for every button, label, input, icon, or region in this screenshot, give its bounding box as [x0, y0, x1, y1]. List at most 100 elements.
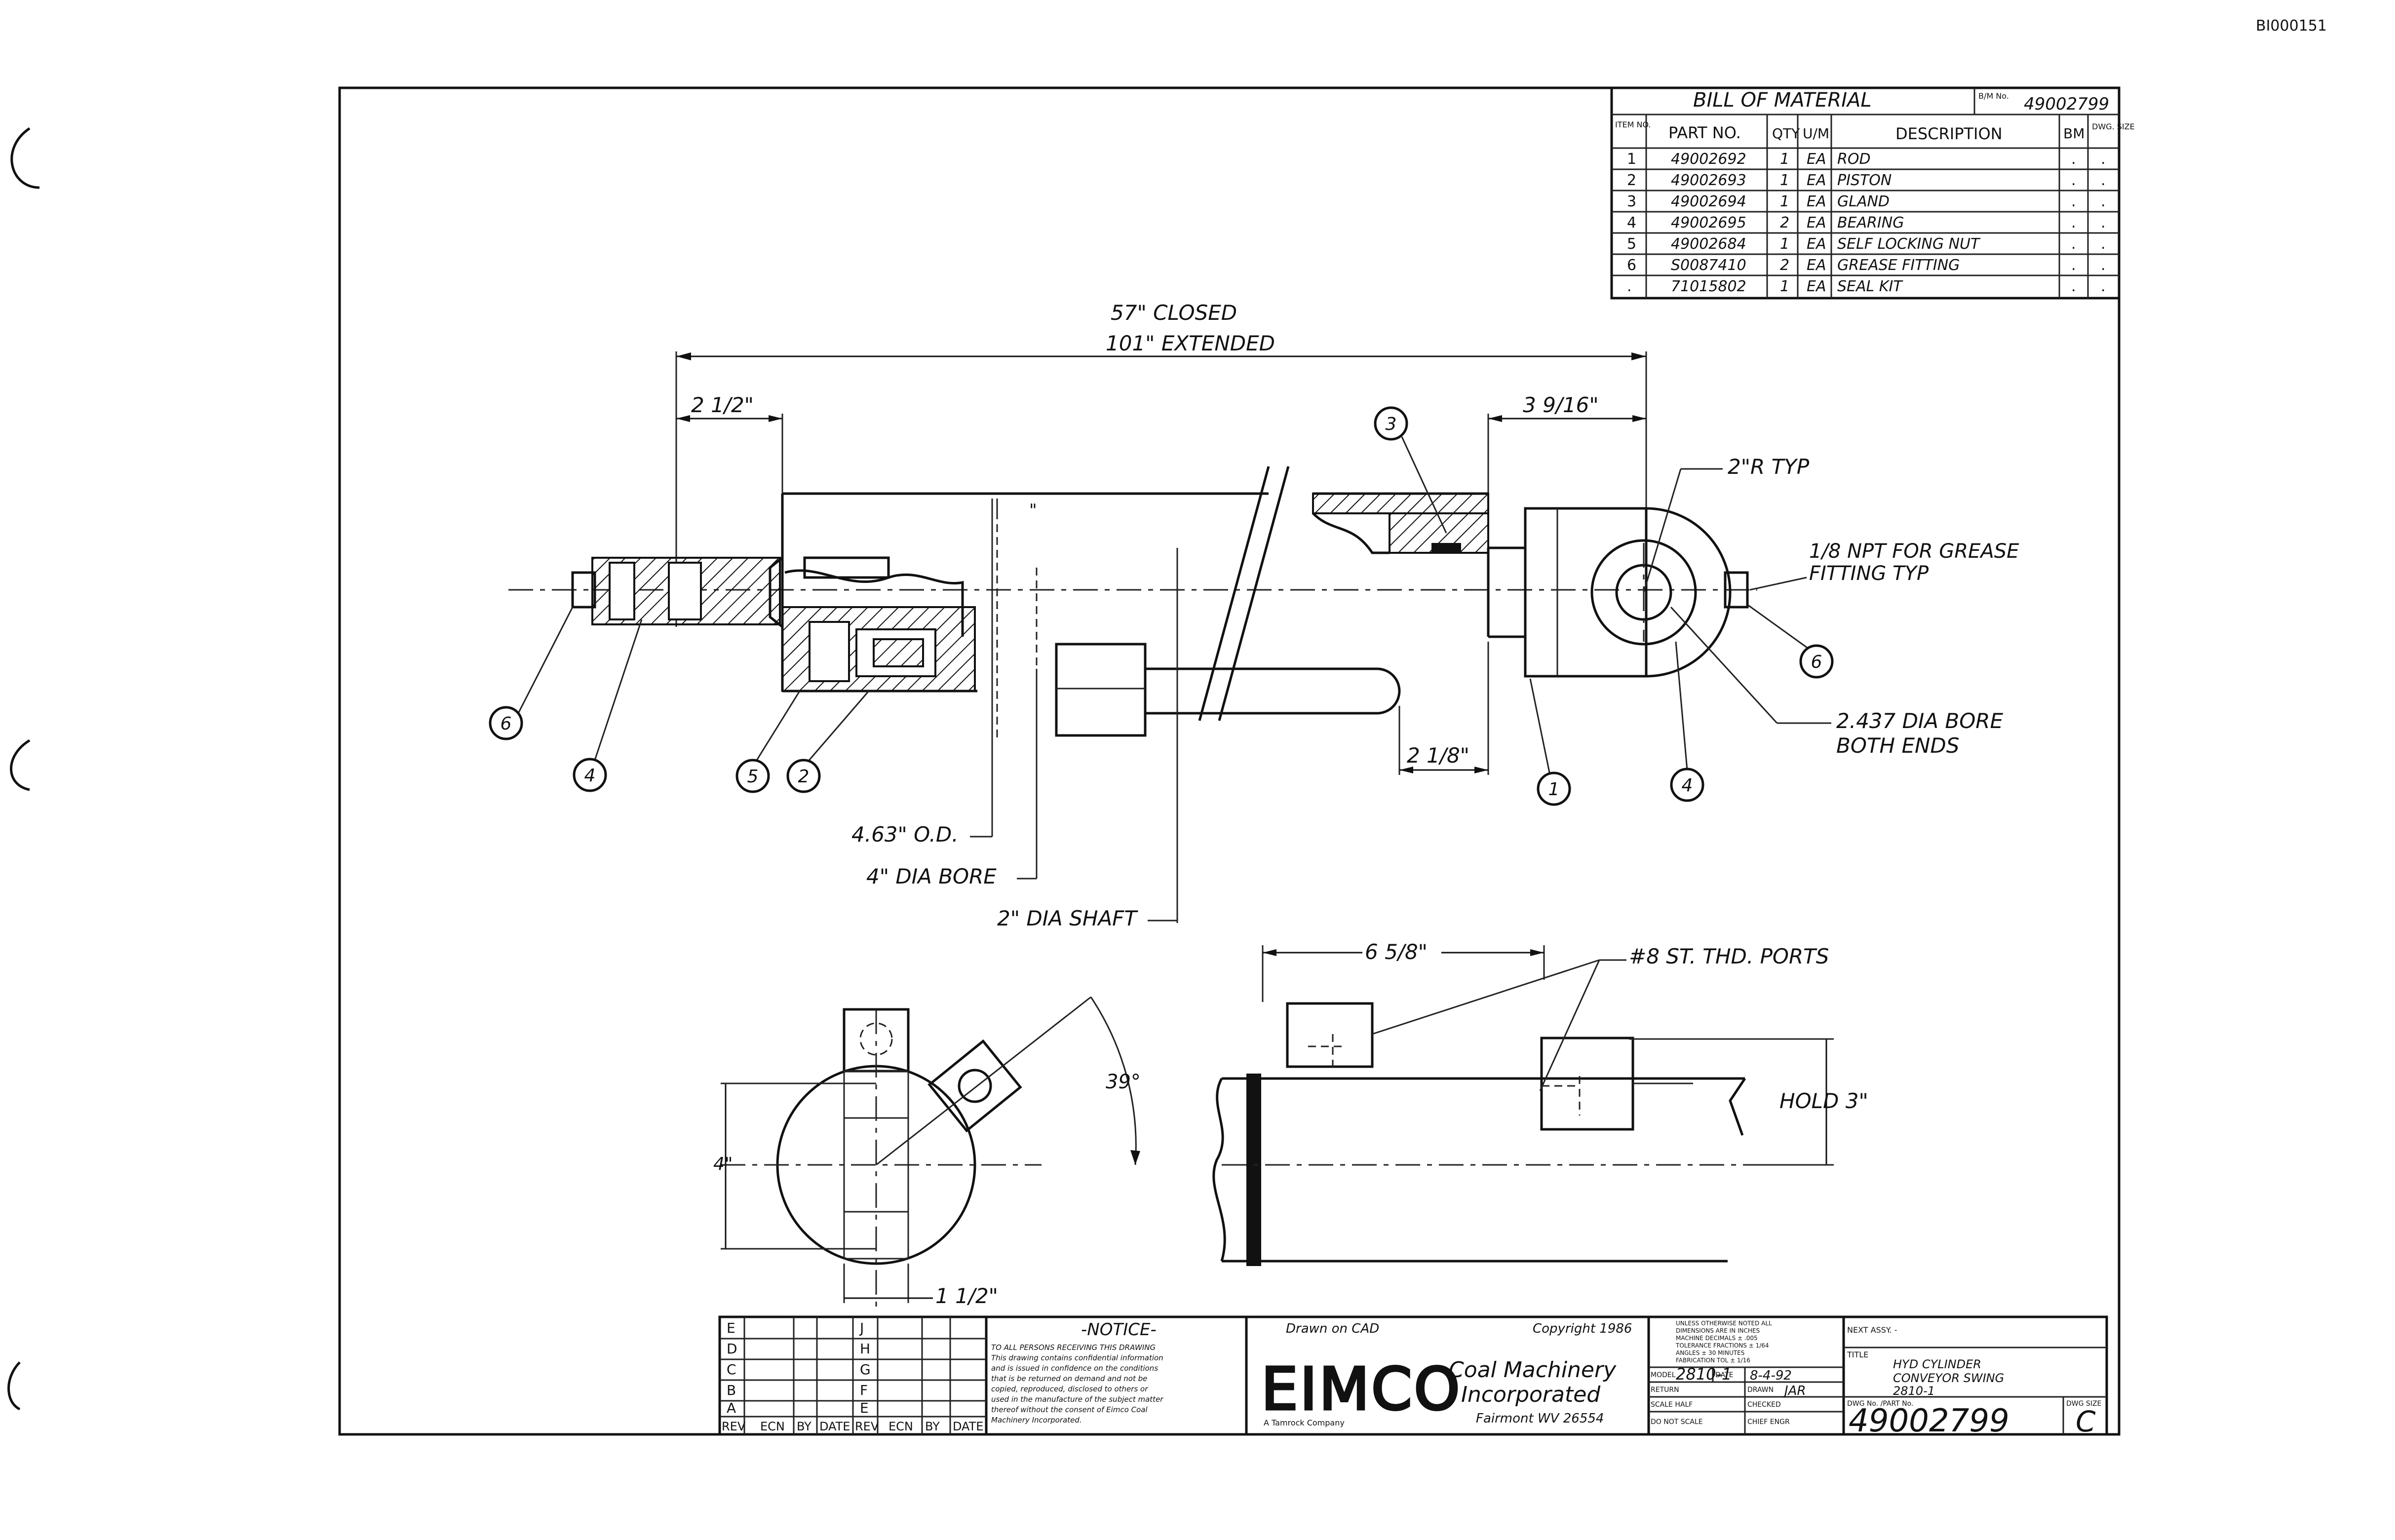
- title-line3: 2810-1: [1893, 1384, 1935, 1398]
- notice-line: copied, reproduced, disclosed to others …: [991, 1385, 1148, 1393]
- notice-line: and is issued in confidence on the condi…: [991, 1364, 1158, 1373]
- bom-row-item: .: [1627, 278, 1632, 295]
- dim-four: 4": [713, 1154, 733, 1174]
- bom-row-dwg: .: [2101, 214, 2106, 231]
- bom-row-bm: .: [2071, 172, 2076, 189]
- note-bore-line1: 2.437 DIA BORE: [1836, 709, 2003, 733]
- bom-row: 3 49002694 1 EA GLAND . .: [1627, 193, 2106, 210]
- rev-letter: D: [727, 1341, 737, 1357]
- bom-row-dwg: .: [2101, 278, 2106, 295]
- note-npt-line1: 1/8 NPT FOR GREASE: [1809, 540, 2019, 563]
- date-value: 8-4-92: [1750, 1368, 1792, 1383]
- return-label: RETURN: [1651, 1386, 1679, 1394]
- bom-row-desc: GLAND: [1837, 193, 1890, 210]
- rev-letter: H: [860, 1341, 870, 1357]
- bom-row-um: EA: [1807, 172, 1826, 189]
- notice-line: This drawing contains confidential infor…: [991, 1353, 1163, 1362]
- bom-row-desc: SELF LOCKING NUT: [1837, 235, 1981, 253]
- bom-row-qty: 1: [1780, 172, 1789, 189]
- bom-row-part: 71015802: [1671, 278, 1746, 295]
- bom-row-desc: SEAL KIT: [1837, 278, 1903, 295]
- rev-footer: ECN: [760, 1420, 785, 1433]
- bom-header-um: U/M: [1803, 125, 1829, 142]
- rev-letter: E: [860, 1400, 869, 1416]
- copyright: Copyright 1986: [1533, 1321, 1632, 1336]
- date-label: DATE: [1715, 1371, 1733, 1379]
- bom-number-label: B/M No.: [1978, 91, 2009, 101]
- bom-row: 1 49002692 1 EA ROD . .: [1627, 151, 2106, 168]
- company-name-line1: Coal Machinery: [1449, 1357, 1617, 1383]
- callout-label: 1: [1548, 779, 1560, 800]
- company-name-line2: Incorporated: [1461, 1382, 1601, 1407]
- title-line2: CONVEYOR SWING: [1893, 1371, 2004, 1385]
- dim-tick-mark: ": [1029, 500, 1037, 520]
- company-logo: EIMCO: [1261, 1355, 1462, 1423]
- dim-gap: 2 1/8": [1407, 743, 1469, 768]
- rev-letter: E: [727, 1320, 735, 1336]
- rev-footer: REV: [722, 1420, 746, 1433]
- rev-letter: C: [727, 1361, 736, 1378]
- bom-row-um: EA: [1807, 257, 1826, 274]
- tolerance-note: DIMENSIONS ARE IN INCHES: [1676, 1327, 1760, 1334]
- rev-letter: J: [859, 1320, 864, 1336]
- dim-rod-radius: 2"R TYP: [1728, 455, 1810, 479]
- company-location: Fairmont WV 26554: [1476, 1411, 1604, 1426]
- drawn-label: DRAWN: [1747, 1386, 1774, 1394]
- rev-footer: BY: [797, 1420, 811, 1433]
- callout-label: 6: [1811, 652, 1822, 672]
- bom-row: . 71015802 1 EA SEAL KIT . .: [1627, 278, 2106, 295]
- dim-right-end: 3 9/16": [1523, 393, 1599, 417]
- drawn-by: JAR: [1782, 1384, 1806, 1398]
- tolerance-note: MACHINE DECIMALS ± .005: [1676, 1335, 1758, 1342]
- rev-letter: F: [860, 1382, 868, 1398]
- model-value: 2810-1: [1676, 1365, 1732, 1384]
- bom-row-item: 2: [1627, 172, 1636, 189]
- bom-row-dwg: .: [2101, 151, 2106, 168]
- dim-angle: 39°: [1106, 1071, 1141, 1093]
- callout-bubble: 2: [786, 691, 870, 793]
- checked-label: CHECKED: [1747, 1401, 1781, 1409]
- note-npt-line2: FITTING TYP: [1809, 562, 1929, 585]
- bom-row-um: EA: [1807, 151, 1826, 168]
- bom-title: BILL OF MATERIAL: [1693, 89, 1872, 112]
- bom-row-qty: 1: [1780, 151, 1789, 168]
- notice-line: used in the manufacture of the subject m…: [991, 1395, 1163, 1404]
- callout-label: 2: [798, 767, 810, 787]
- callout-label: 4: [584, 766, 596, 786]
- bill-of-material: BILL OF MATERIAL B/M No. 49002799 ITEM N…: [1610, 86, 2135, 300]
- callout-label: 6: [501, 714, 512, 734]
- chief-engineer-label: CHIEF ENGR: [1747, 1418, 1790, 1426]
- bom-header-qty: QTY: [1772, 125, 1800, 142]
- callout-label: 5: [747, 767, 759, 787]
- dim-port-span: 6 5/8": [1365, 940, 1428, 964]
- bom-row-desc: GREASE FITTING: [1837, 257, 1960, 274]
- bom-header-description: DESCRIPTION: [1895, 124, 2003, 143]
- dwg-size-label: DWG SIZE: [2066, 1400, 2101, 1408]
- dwg-number-label: DWG No. /PART No.: [1847, 1400, 1913, 1408]
- rev-footer: BY: [925, 1420, 940, 1433]
- notice-title: -NOTICE-: [1081, 1320, 1157, 1340]
- bom-row-dwg: .: [2101, 257, 2106, 274]
- bom-row-dwg: .: [2101, 235, 2106, 253]
- drawn-on-cad: Drawn on CAD: [1286, 1321, 1379, 1336]
- bom-row-qty: 2: [1780, 257, 1789, 274]
- bom-row: 6 S0087410 2 EA GREASE FITTING . .: [1627, 257, 2106, 274]
- bom-row: 5 49002684 1 EA SELF LOCKING NUT . .: [1627, 235, 2106, 253]
- port-detail-view: 6 5/8" #8 ST. THD. PORTS HOLD 3": [1212, 940, 1868, 1266]
- rev-footer: DATE: [953, 1420, 983, 1433]
- bom-row-part: 49002684: [1671, 235, 1746, 253]
- title-block: E D C B A J H G F E REV ECN BY DATE REV …: [718, 1315, 2108, 1439]
- next-assy-label: NEXT ASSY. -: [1847, 1325, 1897, 1335]
- bom-row-item: 5: [1627, 235, 1636, 253]
- bom-row-um: EA: [1807, 214, 1826, 231]
- bom-row-um: EA: [1807, 193, 1826, 210]
- bom-row-part: 49002694: [1671, 193, 1746, 210]
- bom-row-part: 49002693: [1671, 172, 1746, 189]
- callout-bubble: 6: [1747, 604, 1834, 679]
- scale-label: SCALE HALF: [1651, 1401, 1693, 1409]
- bom-row-dwg: .: [2101, 193, 2106, 210]
- rev-footer: REV: [855, 1420, 879, 1433]
- bom-row-bm: .: [2071, 257, 2076, 274]
- bom-row-qty: 2: [1780, 214, 1789, 231]
- bom-row-desc: ROD: [1837, 151, 1871, 168]
